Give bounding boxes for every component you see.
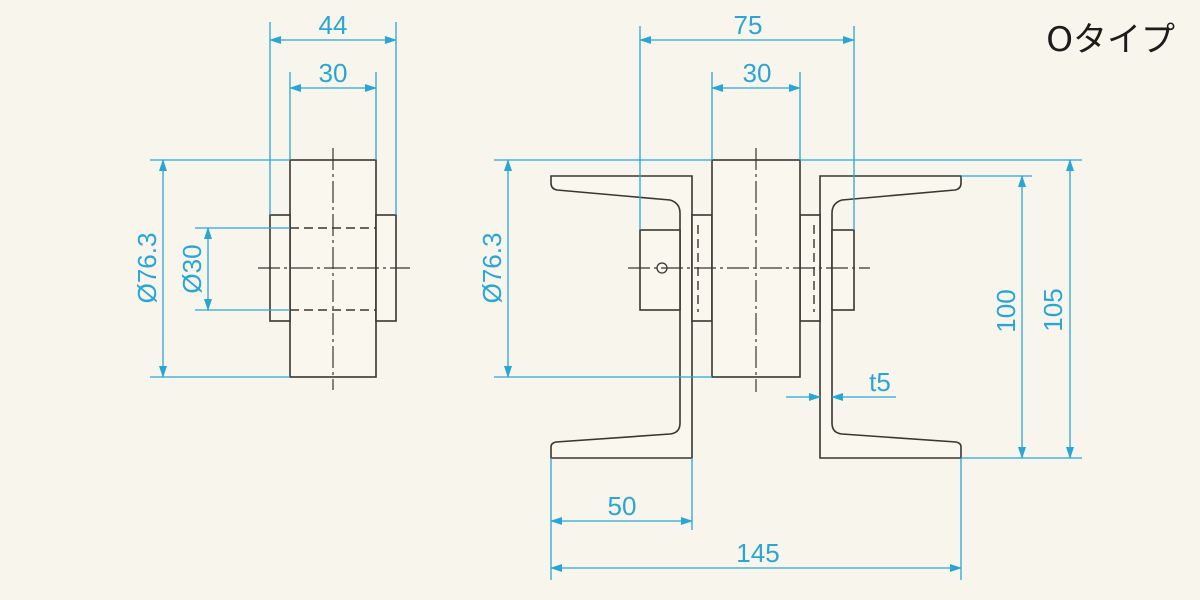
dim-label-dia-76-side: Ø76.3 [132,233,162,304]
dim-label-105: 105 [1038,288,1068,331]
dim-label-30: 30 [319,58,348,88]
dim-front-t5: t5 [786,367,896,401]
dim-label-t5: t5 [869,367,891,397]
right-bolt-block [831,229,855,311]
dim-side-30: 30 [289,58,377,160]
right-bracket [819,175,962,459]
front-view: 75 30 Ø76.3 100 105 [477,10,1082,580]
dim-side-dia-roller: Ø76.3 [132,159,290,378]
dim-label-100: 100 [991,289,1021,332]
dim-front-50: 50 [550,458,693,580]
dim-front-30: 30 [711,58,801,160]
dim-label-dia-76-front: Ø76.3 [477,233,507,304]
dim-front-dia-roller: Ø76.3 [477,159,712,378]
dim-label-75: 75 [734,10,763,40]
left-bracket [550,175,693,459]
dim-front-105: 105 [800,159,1082,459]
left-bolt-block [639,229,681,311]
dim-label-front-30: 30 [743,58,772,88]
drawing-title: Oタイプ [1046,20,1175,60]
dim-front-100: 100 [961,175,1032,459]
side-view: 44 30 Ø76.3 Ø30 [132,10,410,390]
dim-side-dia-shaft: Ø30 [177,227,290,311]
dim-front-145: 145 [550,458,962,580]
dim-label-dia-30: Ø30 [177,244,207,293]
dim-label-50: 50 [608,491,637,521]
dim-label-145: 145 [736,538,779,568]
dim-side-44: 44 [269,10,397,215]
dim-front-75: 75 [639,10,855,230]
dim-label-44: 44 [319,10,348,40]
